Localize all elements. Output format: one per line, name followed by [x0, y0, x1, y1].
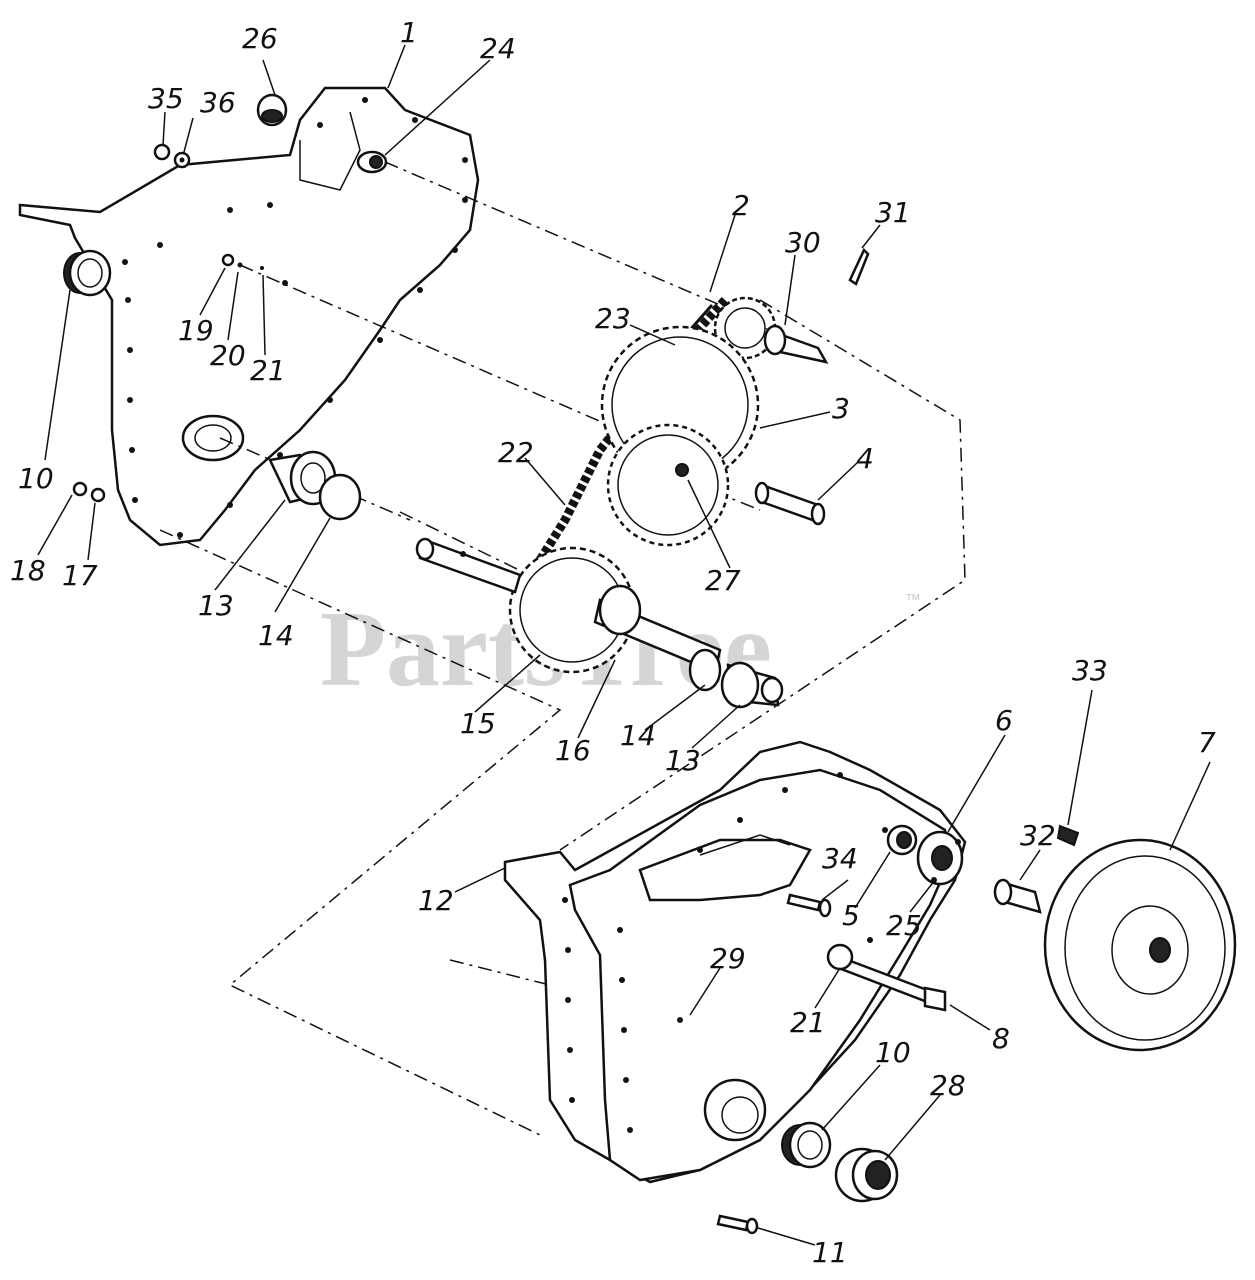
- callout-16: 16: [555, 734, 591, 767]
- part-10-seal-upper: [63, 249, 112, 297]
- callout-35: 35: [148, 82, 184, 115]
- callout-31: 31: [875, 196, 911, 229]
- parts-17-18-washer-nut: [72, 481, 106, 503]
- callout-25: 25: [886, 909, 922, 942]
- chain-case-left-half: [18, 86, 480, 547]
- callout-1: 1: [400, 16, 418, 49]
- callout-leader-lines: [37, 44, 1211, 1246]
- part-27-hub-sprocket: [606, 423, 730, 547]
- callout-34: 34: [822, 842, 858, 875]
- part-5-bearing: [886, 824, 918, 856]
- part-29-screw: [677, 1017, 683, 1023]
- part-34-bolt: [786, 893, 832, 918]
- part-13-14-bearing-lower: [688, 648, 784, 709]
- part-10-seal-lower: [781, 1121, 832, 1169]
- callout-24: 24: [480, 32, 516, 65]
- callout-21-lower: 21: [790, 1006, 826, 1039]
- chain-case-right-half: [503, 740, 967, 1184]
- watermark-trademark: ™: [905, 592, 921, 609]
- case-rivet-holes-lower: [562, 772, 888, 1133]
- part-31-roll-pin: [848, 247, 870, 286]
- callout-21: 21: [250, 354, 286, 387]
- parts-19-20-21-hardware: [221, 253, 264, 270]
- callout-33: 33: [1072, 654, 1108, 687]
- callout-15: 15: [460, 707, 496, 740]
- callout-22: 22: [498, 436, 534, 469]
- callout-13-lower: 13: [665, 744, 701, 777]
- parts-35-36-nut-washer: [153, 143, 191, 169]
- callout-17: 17: [62, 559, 98, 592]
- callout-8: 8: [992, 1022, 1010, 1055]
- part-6-bearing-flange: [916, 830, 964, 886]
- part-4-spacer: [754, 481, 826, 526]
- callout-29: 29: [710, 942, 746, 975]
- callout-14: 14: [258, 619, 294, 652]
- callout-14-lower: 14: [620, 719, 656, 752]
- callout-27: 27: [705, 564, 741, 597]
- part-30-shaft: [763, 324, 829, 364]
- callout-20: 20: [210, 339, 246, 372]
- callout-26: 26: [242, 22, 278, 55]
- callout-10: 10: [18, 462, 54, 495]
- callout-30: 30: [785, 226, 821, 259]
- callout-7: 7: [1198, 726, 1216, 759]
- callout-12: 12: [418, 884, 454, 917]
- callout-labels: 26 1 24 35 36 2 30 31 23 19 20 21 3 10 2…: [10, 16, 1216, 1269]
- callout-13: 13: [198, 589, 234, 622]
- callout-5: 5: [842, 899, 860, 932]
- callout-2: 2: [732, 189, 750, 222]
- part-32-spacer: [993, 878, 1042, 914]
- callout-4: 4: [856, 442, 874, 475]
- callout-18: 18: [10, 554, 46, 587]
- part-33-screw: [1056, 824, 1080, 847]
- part-28-cap-nut: [834, 1147, 899, 1203]
- callout-3: 3: [832, 392, 850, 425]
- callout-11: 11: [812, 1236, 848, 1269]
- part-24-bearing: [356, 150, 388, 174]
- callout-36: 36: [200, 86, 236, 119]
- part-21-washer: [826, 943, 854, 971]
- callout-19: 19: [178, 314, 214, 347]
- part-11-screw: [716, 1214, 759, 1235]
- part-26-cap: [256, 93, 288, 127]
- callout-6: 6: [995, 704, 1013, 737]
- callout-32: 32: [1020, 819, 1056, 852]
- callout-23: 23: [595, 302, 631, 335]
- callout-28: 28: [930, 1069, 966, 1102]
- case-rivet-holes-upper: [122, 97, 468, 538]
- part-13-14-bearing-upper: [268, 450, 362, 521]
- callout-10-lower: 10: [875, 1036, 911, 1069]
- part-7-pulley: [1043, 838, 1237, 1052]
